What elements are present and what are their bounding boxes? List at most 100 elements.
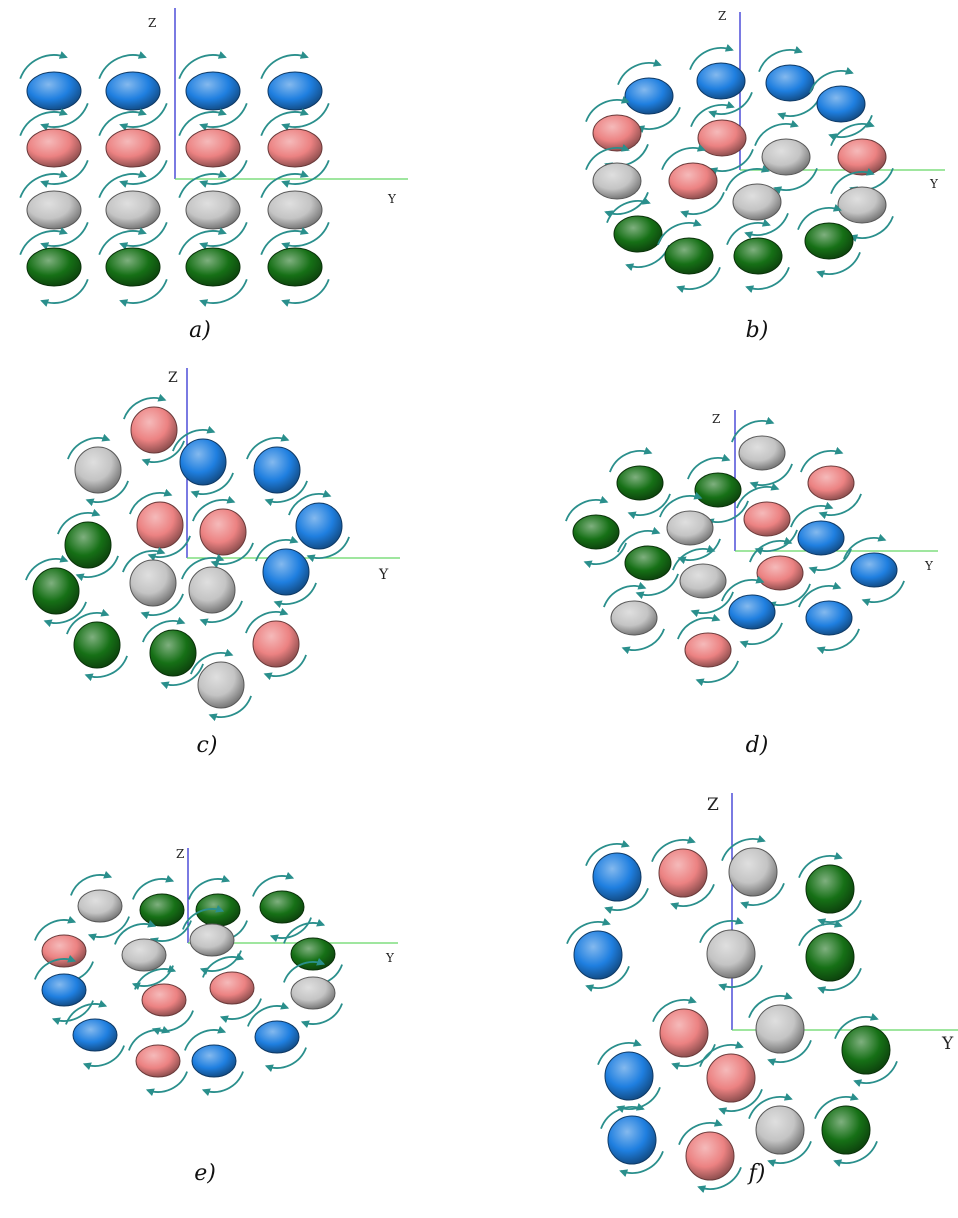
gray-sphere — [198, 662, 244, 708]
blue-sphere — [817, 86, 865, 122]
blue-sphere — [697, 63, 745, 99]
blue-sphere — [106, 72, 160, 110]
green-sphere — [74, 622, 120, 668]
y-axis-label: Y — [924, 559, 934, 573]
blue-sphere — [255, 1021, 299, 1053]
ball-blue — [567, 922, 629, 988]
ball-green — [143, 621, 203, 685]
green-sphere — [260, 891, 304, 923]
gray-sphere — [707, 930, 755, 978]
green-sphere — [617, 466, 663, 500]
green-sphere — [842, 1026, 890, 1074]
gray-sphere — [122, 939, 166, 971]
blue-sphere — [73, 1019, 117, 1051]
ball-pink — [662, 148, 724, 214]
blue-sphere — [192, 1045, 236, 1077]
panel-caption: b) — [746, 318, 769, 343]
ball-green — [261, 231, 329, 303]
gray-sphere — [756, 1005, 804, 1053]
gray-sphere — [130, 560, 176, 606]
gray-sphere — [186, 191, 240, 229]
ball-green — [618, 531, 678, 595]
pink-sphere — [27, 129, 81, 167]
blue-sphere — [605, 1052, 653, 1100]
panel-f: ZYf) — [567, 793, 958, 1189]
gray-sphere — [268, 191, 322, 229]
panel-a: ZYa) — [20, 8, 408, 343]
blue-sphere — [608, 1116, 656, 1164]
ball-blue — [35, 959, 93, 1021]
pink-sphere — [707, 1054, 755, 1102]
ball-pink — [129, 1030, 187, 1092]
ball-gray — [604, 586, 664, 650]
ball-pink — [124, 398, 184, 462]
ball-blue — [601, 1107, 663, 1173]
ball-blue — [248, 1006, 306, 1068]
pink-sphere — [698, 120, 746, 156]
green-sphere — [268, 248, 322, 286]
z-axis-label: Z — [707, 795, 719, 815]
ball-pink — [35, 920, 93, 982]
ball-blue — [799, 586, 859, 650]
blue-sphere — [268, 72, 322, 110]
pink-sphere — [685, 633, 731, 667]
gray-sphere — [75, 447, 121, 493]
gray-sphere — [593, 163, 641, 199]
ball-gray — [749, 996, 811, 1062]
green-sphere — [805, 223, 853, 259]
pink-sphere — [660, 1009, 708, 1057]
ball-pink — [678, 618, 738, 682]
ball-blue — [598, 1043, 660, 1109]
ball-green — [610, 451, 670, 515]
ball-pink — [193, 500, 253, 564]
green-sphere — [806, 865, 854, 913]
green-sphere — [186, 248, 240, 286]
pink-sphere — [659, 849, 707, 897]
ball-blue — [20, 55, 88, 127]
ball-gray — [123, 551, 183, 615]
gray-sphere — [756, 1106, 804, 1154]
green-sphere — [65, 522, 111, 568]
ball-blue — [261, 55, 329, 127]
panel-caption: f) — [747, 1161, 766, 1186]
blue-sphere — [296, 503, 342, 549]
y-axis-label: Y — [385, 951, 395, 965]
ball-blue — [289, 494, 349, 558]
z-axis-label: Z — [176, 847, 184, 861]
pink-sphere — [136, 1045, 180, 1077]
gray-sphere — [106, 191, 160, 229]
green-sphere — [734, 238, 782, 274]
blue-sphere — [806, 601, 852, 635]
blue-sphere — [574, 931, 622, 979]
y-axis-label: Y — [378, 567, 389, 583]
pink-sphere — [268, 129, 322, 167]
z-axis-label: Z — [168, 370, 178, 386]
panel-caption: a) — [189, 318, 211, 343]
pink-sphere — [838, 139, 886, 175]
ball-gray — [71, 875, 129, 937]
green-sphere — [822, 1106, 870, 1154]
blue-sphere — [254, 447, 300, 493]
ball-gray — [284, 962, 342, 1024]
green-sphere — [614, 216, 662, 252]
gray-sphere — [190, 924, 234, 956]
ball-green — [179, 231, 247, 303]
green-sphere — [695, 473, 741, 507]
blue-sphere — [625, 78, 673, 114]
green-sphere — [625, 546, 671, 580]
pink-sphere — [200, 509, 246, 555]
ball-blue — [66, 1004, 124, 1066]
ball-blue — [791, 506, 851, 570]
ball-pink — [130, 493, 190, 557]
gray-sphere — [189, 567, 235, 613]
gray-sphere — [611, 601, 657, 635]
blue-sphere — [186, 72, 240, 110]
ball-blue — [173, 430, 233, 494]
pink-sphere — [744, 502, 790, 536]
ball-gray — [68, 438, 128, 502]
ball-green — [99, 231, 167, 303]
ball-green — [607, 201, 669, 267]
ball-blue — [247, 438, 307, 502]
ball-gray — [191, 653, 251, 717]
